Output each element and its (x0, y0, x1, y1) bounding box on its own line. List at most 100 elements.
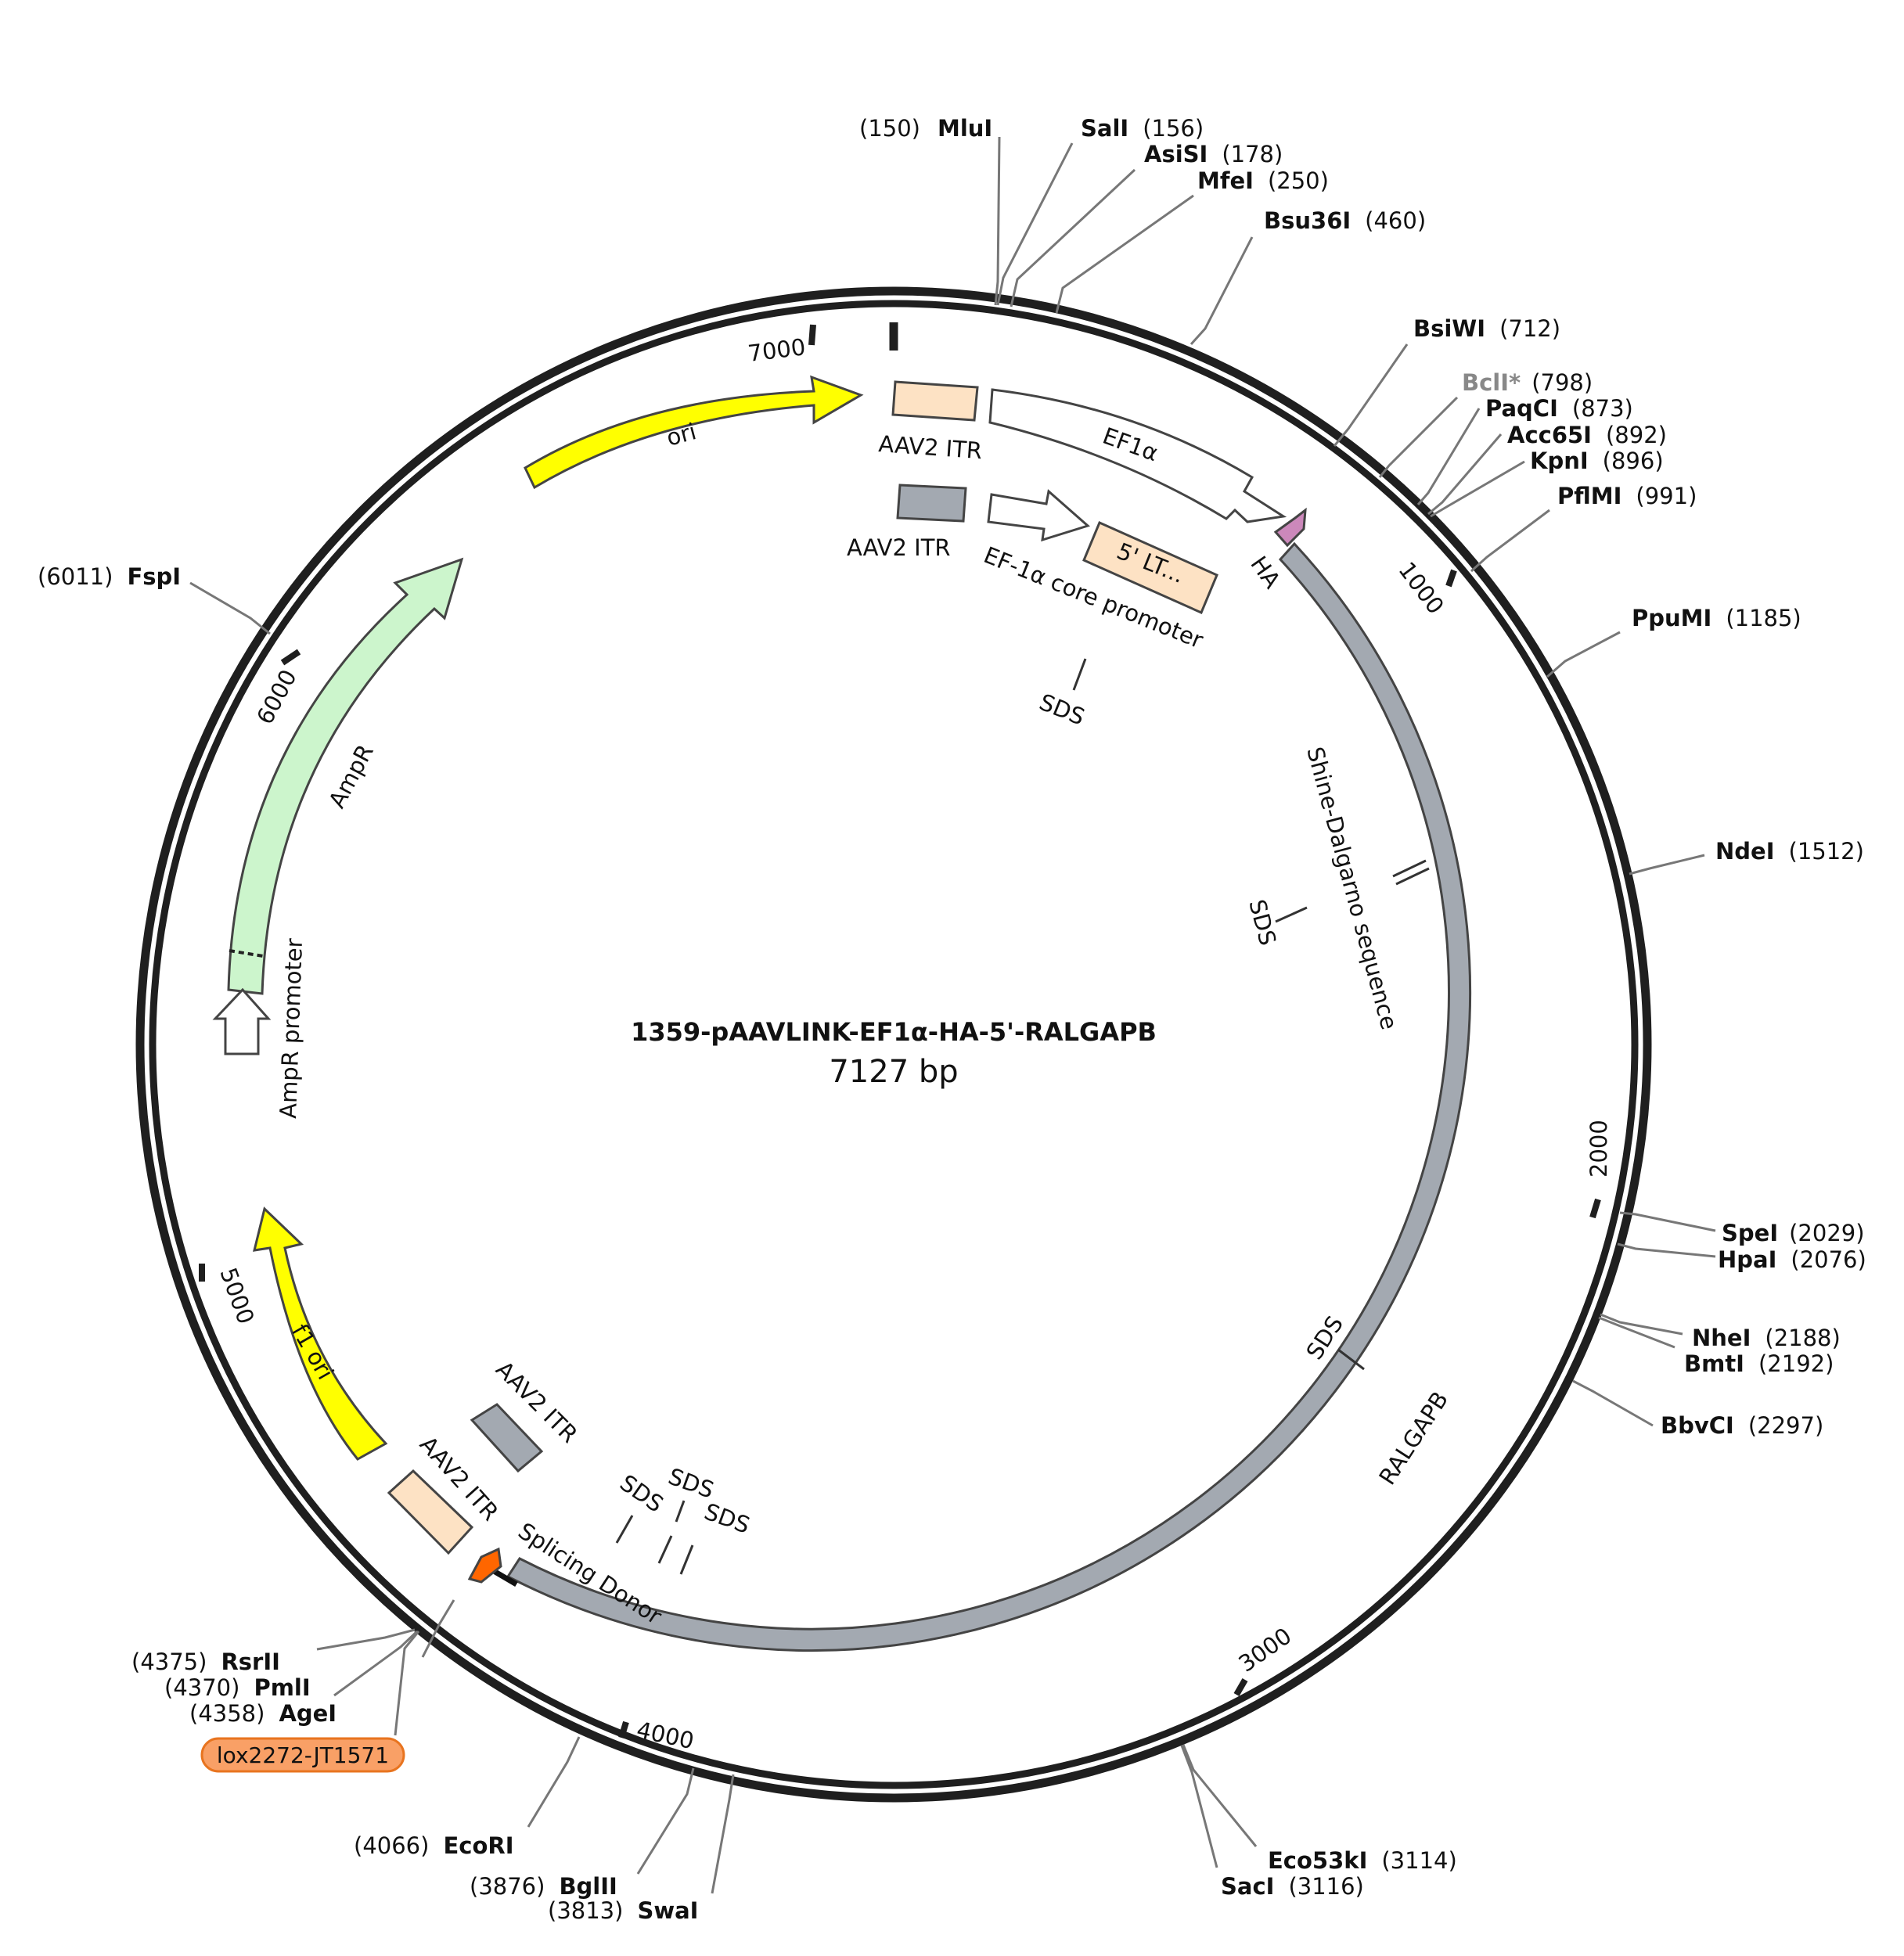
enzyme-bbvci-name: BbvCI (1661, 1412, 1734, 1439)
aav2-itr-top-outer-feature (891, 380, 979, 422)
enzyme-nhei-pos: (2188) (1765, 1325, 1840, 1351)
aav2-itr-top-inner-label: AAV2 ITR (847, 534, 951, 561)
enzyme-swai: (3813)SwaI (548, 1897, 698, 1924)
shine-dalgarno-mark-1 (1392, 859, 1427, 878)
enzyme-bcli: BclI* (798) (1462, 369, 1593, 396)
enzyme-ppumi: PpuMI(1185) (1632, 605, 1801, 631)
leader-mlui (994, 136, 1001, 306)
tick-label-4000: 4000 (635, 1717, 696, 1755)
tick-label-2000: 2000 (1585, 1120, 1612, 1178)
aav2-itr-bottom-gray-feature (470, 1403, 544, 1473)
sds-label-top: SDS (1035, 689, 1089, 731)
sds-mark-top (1072, 658, 1087, 691)
enzyme-ndei-pos: (1512) (1789, 838, 1864, 865)
sds-mark-bottom-1 (615, 1515, 634, 1544)
enzyme-asisi: AsiSI (178) (1144, 141, 1283, 167)
enzyme-bcli-pos: (798) (1531, 369, 1593, 396)
ef1a-core-feature (987, 489, 1090, 542)
enzyme-ecori-pos: (4066) (354, 1832, 429, 1859)
enzyme-mfei: MfeI (250) (1197, 167, 1329, 194)
tick-label-6000: 6000 (251, 665, 302, 728)
enzyme-bglii-pos: (3876) (470, 1873, 545, 1900)
ha-label: HA (1245, 552, 1286, 594)
leader-bsu36i (1190, 236, 1254, 346)
enzyme-acc65i-pos: (892) (1606, 422, 1667, 448)
enzyme-agei-pos: (4358) (189, 1700, 265, 1727)
leader-agei (394, 1631, 420, 1736)
enzyme-kpni: KpnI(896) (1530, 448, 1664, 474)
ampr-promoter-feature (212, 987, 272, 1055)
enzyme-bsiwi-pos: (712) (1499, 315, 1560, 342)
enzyme-pflmi-pos: (991) (1636, 483, 1697, 509)
leader-saci (1180, 1745, 1218, 1868)
leader-rsrii (316, 1628, 416, 1651)
enzyme-bsu36i-pos: (460) (1365, 207, 1426, 234)
enzyme-mlui-name: MluI (938, 115, 992, 142)
enzyme-pflmi-name: PflMI (1557, 483, 1621, 509)
enzyme-mfei-name: MfeI (1197, 167, 1254, 194)
enzyme-rsrii-name: RsrII (221, 1649, 279, 1675)
enzyme-paqci-name: PaqCI (1485, 395, 1558, 422)
enzyme-agei-name: AgeI (279, 1700, 337, 1727)
enzyme-fspi-pos: (6011) (38, 563, 113, 590)
enzyme-bsu36i: Bsu36I(460) (1264, 207, 1426, 234)
lox-badge-label: lox2272-JT1571 (217, 1742, 389, 1768)
ori-feature (524, 375, 864, 490)
enzyme-asisi-pos: (178) (1222, 141, 1283, 167)
enzyme-bcli-name: BclI* (1462, 369, 1521, 396)
sds-mark-bottom-3 (679, 1544, 694, 1575)
enzyme-asisi-name: AsiSI (1144, 141, 1208, 167)
leader-bmti (1598, 1316, 1675, 1349)
enzyme-sali-pos: (156) (1143, 115, 1204, 142)
leader-paqci (1416, 408, 1481, 505)
enzyme-acc65i-name: Acc65I (1507, 422, 1592, 448)
enzyme-mlui: (150)MluI (859, 115, 992, 142)
enzyme-rsrii-pos: (4375) (131, 1649, 207, 1675)
enzyme-nhei: NheI(2188) (1692, 1325, 1841, 1351)
sds-label-right: SDS (1244, 897, 1281, 948)
tick-4000 (618, 1720, 629, 1739)
enzyme-bsiwi: BsiWI (712) (1413, 315, 1560, 342)
sds-mark-bottom-4 (675, 1500, 686, 1523)
sds-label-bottom-3: SDS (701, 1498, 754, 1539)
tick-2000 (1589, 1198, 1601, 1219)
plasmid-length: 7127 bp (829, 1054, 958, 1090)
sds-mark-right (1275, 906, 1308, 923)
ef1a-feature (988, 388, 1287, 523)
leader-bsiwi (1333, 343, 1409, 447)
enzyme-swai-name: SwaI (637, 1897, 698, 1924)
enzyme-bmti-pos: (2192) (1758, 1350, 1834, 1377)
enzyme-spei-pos: (2029) (1789, 1220, 1864, 1246)
enzyme-fspi: (6011)FspI (38, 563, 181, 590)
tick-marks (199, 324, 1601, 1739)
enzyme-saci-pos: (3116) (1288, 1873, 1363, 1900)
leader-kpni (1430, 460, 1525, 518)
leader-bglii (636, 1767, 695, 1875)
leader-ppumi (1546, 631, 1621, 678)
sds-label-bottom-1: SDS (615, 1469, 668, 1518)
enzyme-paqci-pos: (873) (1572, 395, 1633, 422)
leader-pflmi (1470, 509, 1550, 573)
enzyme-mfei-pos: (250) (1268, 167, 1329, 194)
enzyme-eco53ki-pos: (3114) (1381, 1847, 1456, 1874)
enzyme-hpai: HpaI(2076) (1718, 1246, 1866, 1273)
enzyme-saci-name: SacI (1221, 1873, 1274, 1900)
splicing-donor-feature (467, 1547, 502, 1584)
tick-label-7000: 7000 (747, 333, 807, 367)
enzyme-bsiwi-name: BsiWI (1413, 315, 1485, 342)
leader-fspi (189, 581, 271, 635)
tick-3000 (1233, 1677, 1248, 1697)
backbone-outer-ring (135, 286, 1652, 1803)
enzyme-sali: SalI(156) (1081, 115, 1204, 142)
lox-badge (200, 1737, 405, 1773)
ampr-label: AmpR (323, 740, 379, 812)
enzyme-pmli-name: PmlI (254, 1674, 310, 1701)
leader-pmli (333, 1630, 419, 1697)
tick-label-5000: 5000 (214, 1264, 259, 1328)
leader-ecori (527, 1736, 581, 1828)
leader-eco53ki (1182, 1744, 1258, 1847)
enzyme-hpai-name: HpaI (1718, 1246, 1776, 1273)
ralgapb-label: RALGAPB (1373, 1386, 1453, 1489)
ampr-feature (227, 557, 464, 995)
